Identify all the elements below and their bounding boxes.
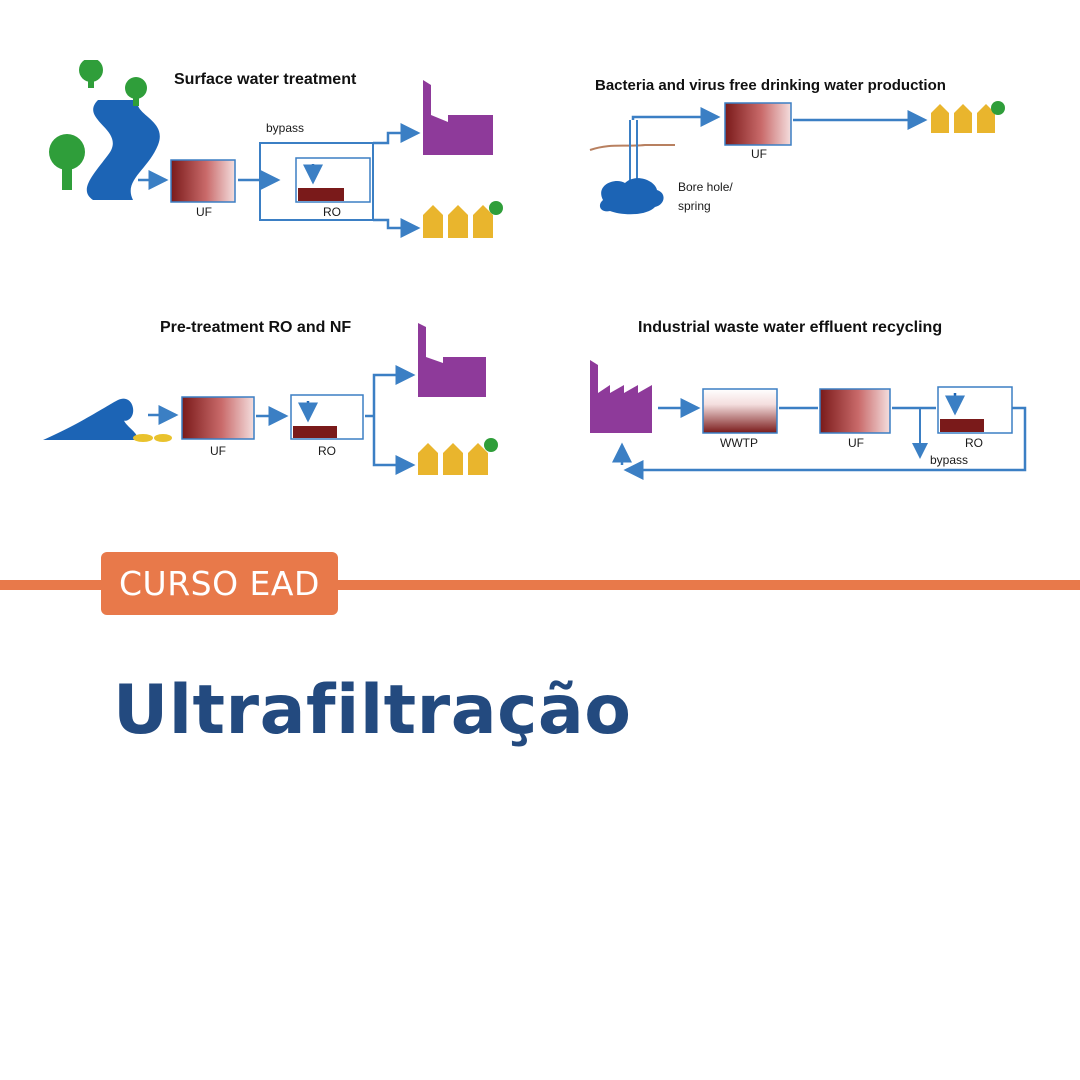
ro-label: RO xyxy=(965,436,983,450)
tree-icon xyxy=(49,60,147,190)
houses-icon xyxy=(931,104,995,133)
bypass-label: bypass xyxy=(266,121,304,135)
diagram-title: Bacteria and virus free drinking water p… xyxy=(595,77,946,94)
wave-icon xyxy=(43,398,138,440)
pretreatment-diagram: Pre-treatment RO and NF UF RO xyxy=(38,305,508,490)
uf-unit xyxy=(170,159,236,203)
source-label: spring xyxy=(678,199,711,213)
houses-icon xyxy=(423,205,493,238)
uf-label: UF xyxy=(196,205,212,219)
bacteria-virus-diagram: Bacteria and virus free drinking water p… xyxy=(585,65,1010,230)
ro-label: RO xyxy=(323,205,341,219)
factory-icon xyxy=(423,80,493,155)
bypass-label: bypass xyxy=(930,453,968,467)
source-label: Bore hole/ xyxy=(678,180,733,194)
uf-label: UF xyxy=(751,147,767,161)
diagram-title: Pre-treatment RO and NF xyxy=(160,319,351,336)
river-icon xyxy=(86,100,160,200)
divider xyxy=(0,580,1080,590)
uf-label: UF xyxy=(210,444,226,458)
uf-unit xyxy=(181,396,255,440)
water-source-icon xyxy=(599,178,664,215)
uf-unit xyxy=(724,102,792,146)
diagram-title: Industrial waste water effluent recyclin… xyxy=(638,319,942,336)
surface-water-diagram: Surface water treatment UF bypass RO xyxy=(38,60,508,245)
wwtp-label: WWTP xyxy=(720,436,758,450)
ro-label: RO xyxy=(318,444,336,458)
industrial-diagram: Industrial waste water effluent recyclin… xyxy=(580,305,1045,485)
houses-icon xyxy=(418,443,488,475)
page-title: Ultrafiltração xyxy=(113,671,632,750)
uf-unit xyxy=(819,388,891,434)
uf-label: UF xyxy=(848,436,864,450)
factory-icon xyxy=(590,360,652,433)
wwtp-unit xyxy=(702,388,778,434)
factory-icon xyxy=(418,323,486,397)
diagram-title: Surface water treatment xyxy=(174,71,357,88)
course-badge: CURSO EAD xyxy=(101,552,338,615)
